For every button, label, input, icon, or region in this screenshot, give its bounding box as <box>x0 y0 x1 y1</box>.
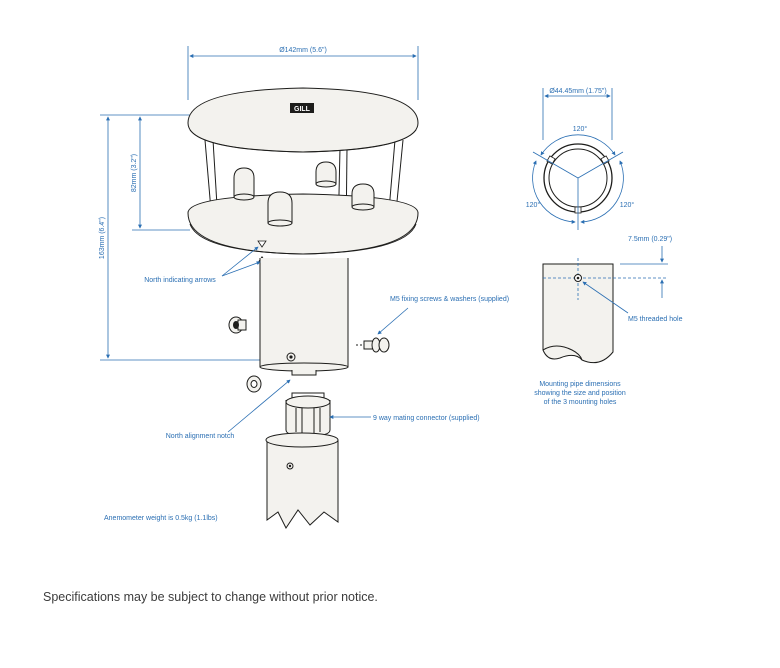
height-dimension: 163mm (6.4") <box>99 114 262 361</box>
fixing-screws <box>228 316 390 393</box>
overall-diameter-label: Ø142mm (5.6") <box>279 47 327 54</box>
north-arrows-label: North indicating arrows <box>144 277 216 284</box>
pipe-cross-section: Ø44.45mm (1.75") 120° 120° 120° <box>526 88 635 230</box>
diameter-dimension: Ø142mm (5.6") <box>187 46 419 100</box>
angle-right-label: 120° <box>620 201 635 209</box>
overall-height-label: 163mm (6.4") <box>99 217 106 259</box>
head-height-label: 82mm (3.2") <box>131 154 138 192</box>
pipe-caption-line1: Mounting pipe dimensions <box>539 381 621 388</box>
footer-disclaimer: Specifications may be subject to change … <box>43 590 378 604</box>
hole-offset-label: 7.5mm (0.29") <box>628 236 672 243</box>
head-height-dimension: 82mm (3.2") <box>131 116 190 231</box>
fixing-screws-label: M5 fixing screws & washers (supplied) <box>390 296 509 303</box>
lower-mounting-pipe <box>265 432 339 529</box>
angle-top-label: 120° <box>573 125 588 133</box>
mating-connector <box>285 392 331 447</box>
gill-logo: GILL <box>290 103 314 113</box>
pipe-caption-line2: showing the size and position <box>534 390 626 397</box>
alignment-notch-label: North alignment notch <box>166 433 235 440</box>
pipe-diameter-label: Ø44.45mm (1.75") <box>549 88 606 95</box>
angle-left-label: 120° <box>526 201 541 209</box>
pipe-side-view: 7.5mm (0.29") M5 threaded hole <box>542 236 683 364</box>
north-arrow-icon <box>257 240 267 248</box>
pipe-caption-line3: of the 3 mounting holes <box>544 399 617 406</box>
anemometer: GILL <box>187 87 419 376</box>
screw-right-icon <box>356 337 390 353</box>
weight-label: Anemometer weight is 0.5kg (1.1lbs) <box>104 515 218 522</box>
screw-left-icon <box>228 316 247 334</box>
washer-icon <box>246 375 262 393</box>
svg-text:GILL: GILL <box>294 106 311 113</box>
mating-connector-label: 9 way mating connector (supplied) <box>373 415 480 422</box>
threaded-hole-label: M5 threaded hole <box>628 316 683 323</box>
